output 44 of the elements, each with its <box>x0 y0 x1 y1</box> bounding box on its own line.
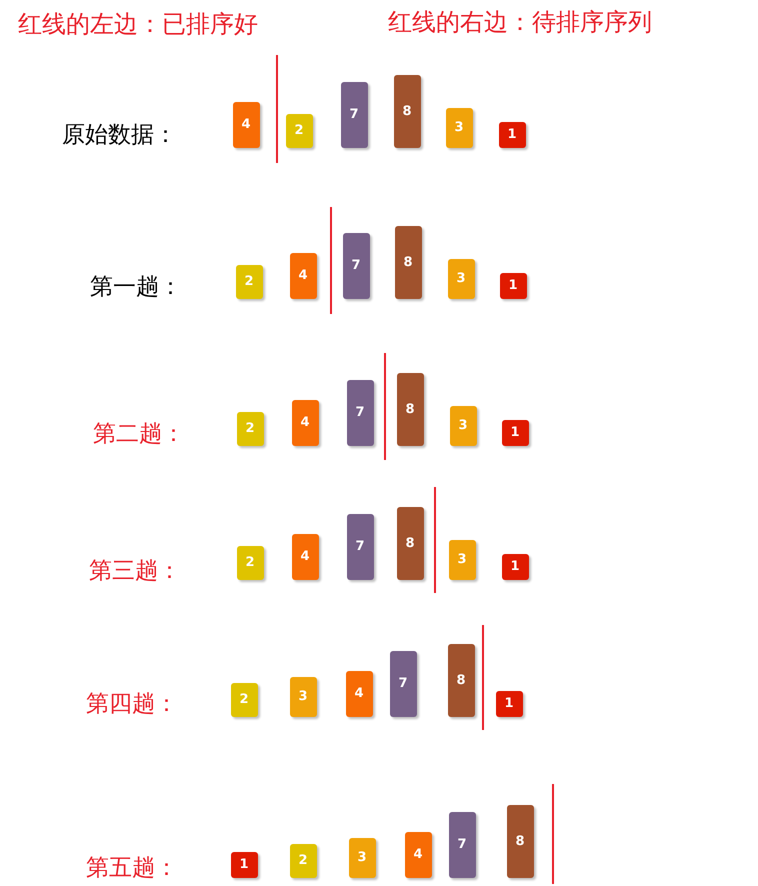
number-bar: 7 <box>390 651 416 717</box>
number-bar: 2 <box>230 683 258 717</box>
caption-text: 第三趟： <box>89 557 181 586</box>
number-bar: 1 <box>498 122 526 148</box>
number-bar: 1 <box>502 554 528 580</box>
number-bar: 7 <box>346 514 374 580</box>
number-bar: 4 <box>232 102 260 148</box>
number-bar: 8 <box>448 644 474 717</box>
number-bar: 1 <box>502 420 528 446</box>
number-bar: 4 <box>292 534 318 580</box>
number-bar: 3 <box>348 838 376 878</box>
caption-text: 第四趟： <box>86 690 178 719</box>
caption-text: 第一趟： <box>90 273 182 302</box>
number-bar: 8 <box>506 805 534 878</box>
number-bar: 7 <box>340 82 368 148</box>
number-bar: 7 <box>346 380 374 446</box>
caption-text: 第二趟： <box>93 420 185 449</box>
number-bar: 2 <box>236 265 262 299</box>
number-bar: 1 <box>500 273 526 299</box>
number-bar: 8 <box>396 507 424 580</box>
number-bar: 8 <box>396 373 424 446</box>
number-bar: 7 <box>342 233 370 299</box>
number-bar: 8 <box>394 226 422 299</box>
number-bar: 3 <box>448 259 474 299</box>
number-bar: 4 <box>292 400 318 446</box>
number-bar: 2 <box>286 114 312 148</box>
number-bar: 3 <box>450 406 476 446</box>
caption-text: 第五趟： <box>86 854 178 883</box>
number-bar: 4 <box>346 671 372 717</box>
number-bar: 7 <box>448 812 476 878</box>
number-bar: 3 <box>290 677 316 717</box>
number-bar: 8 <box>394 75 420 148</box>
number-bar: 4 <box>404 832 432 878</box>
number-bar: 1 <box>496 691 522 717</box>
number-bar: 3 <box>446 108 472 148</box>
number-bar: 3 <box>448 540 476 580</box>
number-bar: 2 <box>290 844 316 878</box>
number-bar: 2 <box>236 412 264 446</box>
caption-text: 原始数据： <box>62 121 177 150</box>
number-bar: 2 <box>236 546 264 580</box>
caption-text: 红线的右边：待排序序列 <box>388 7 652 38</box>
caption-text: 红线的左边：已排序好 <box>18 9 258 40</box>
number-bar: 4 <box>290 253 316 299</box>
number-bar: 1 <box>230 852 258 878</box>
